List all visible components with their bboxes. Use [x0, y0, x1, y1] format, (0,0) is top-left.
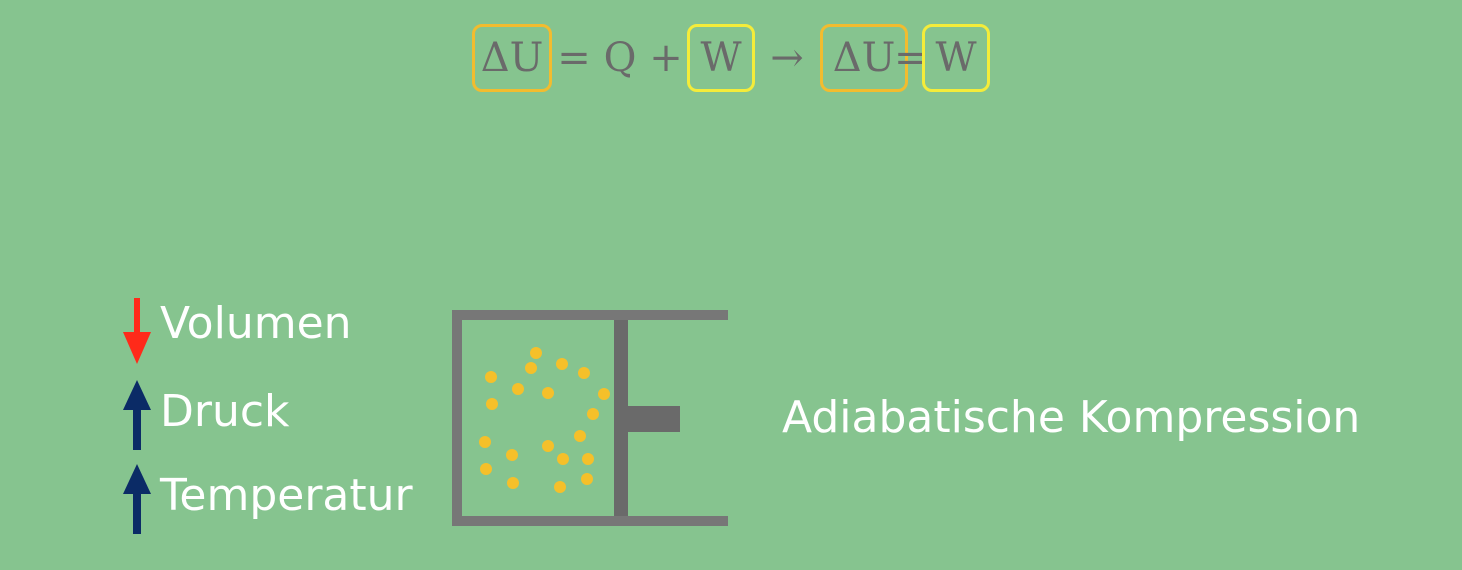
- arrow-head: [123, 464, 151, 494]
- property-label: Temperatur: [160, 470, 413, 521]
- delta-u-box: ΔU: [472, 24, 552, 92]
- arrow-head: [123, 332, 151, 364]
- arrow-down-icon: [123, 298, 151, 364]
- arrow-shaft: [133, 408, 141, 450]
- gas-particle: [507, 477, 519, 489]
- w-box: W: [687, 24, 755, 92]
- gas-particle: [557, 453, 569, 465]
- equation: ΔU = Q + W → ΔU = W: [0, 22, 1462, 94]
- arrow-head: [123, 380, 151, 410]
- gas-particles: [479, 347, 610, 493]
- property-label: Druck: [160, 386, 290, 437]
- gas-particle: [512, 383, 524, 395]
- plus-sign: +: [649, 35, 683, 81]
- cylinder-top-wall: [452, 310, 728, 320]
- q-term: Q: [603, 35, 637, 81]
- gas-particle: [485, 371, 497, 383]
- equals-sign: =: [557, 35, 591, 81]
- gas-particle: [578, 367, 590, 379]
- arrow-shaft: [134, 298, 140, 334]
- gas-particle: [556, 358, 568, 370]
- gas-particle: [598, 388, 610, 400]
- piston-head: [614, 320, 628, 516]
- w-term-2: W: [935, 35, 977, 81]
- delta-u-term-2: ΔU: [832, 35, 896, 81]
- gas-particle: [486, 398, 498, 410]
- cylinder-bottom-wall: [452, 516, 728, 526]
- gas-particle: [582, 453, 594, 465]
- arrow-up-icon: [123, 464, 151, 534]
- gas-particle: [525, 362, 537, 374]
- delta-u-box-2: ΔU: [820, 24, 908, 92]
- gas-particle: [581, 473, 593, 485]
- gas-particle: [587, 408, 599, 420]
- w-term: W: [700, 35, 742, 81]
- process-caption: Adiabatische Kompression: [782, 392, 1361, 443]
- piston-rod: [628, 406, 680, 432]
- arrow-shaft: [133, 492, 141, 534]
- gas-particle: [542, 387, 554, 399]
- implies-arrow: →: [770, 35, 804, 81]
- gas-particle: [554, 481, 566, 493]
- gas-particle: [480, 463, 492, 475]
- cylinder-left-wall: [452, 310, 462, 526]
- property-pressure: Druck: [120, 380, 460, 450]
- property-volume: Volumen: [120, 292, 460, 364]
- property-label: Volumen: [160, 298, 352, 349]
- property-temperature: Temperatur: [120, 464, 460, 534]
- w-box-2: W: [922, 24, 990, 92]
- gas-particle: [506, 449, 518, 461]
- piston-cylinder-diagram: [452, 310, 728, 526]
- gas-particle: [479, 436, 491, 448]
- gas-particle: [574, 430, 586, 442]
- equals-sign-2: =: [894, 35, 928, 81]
- arrow-up-icon: [123, 380, 151, 450]
- delta-u-term: ΔU: [480, 35, 544, 81]
- gas-particle: [530, 347, 542, 359]
- gas-particle: [542, 440, 554, 452]
